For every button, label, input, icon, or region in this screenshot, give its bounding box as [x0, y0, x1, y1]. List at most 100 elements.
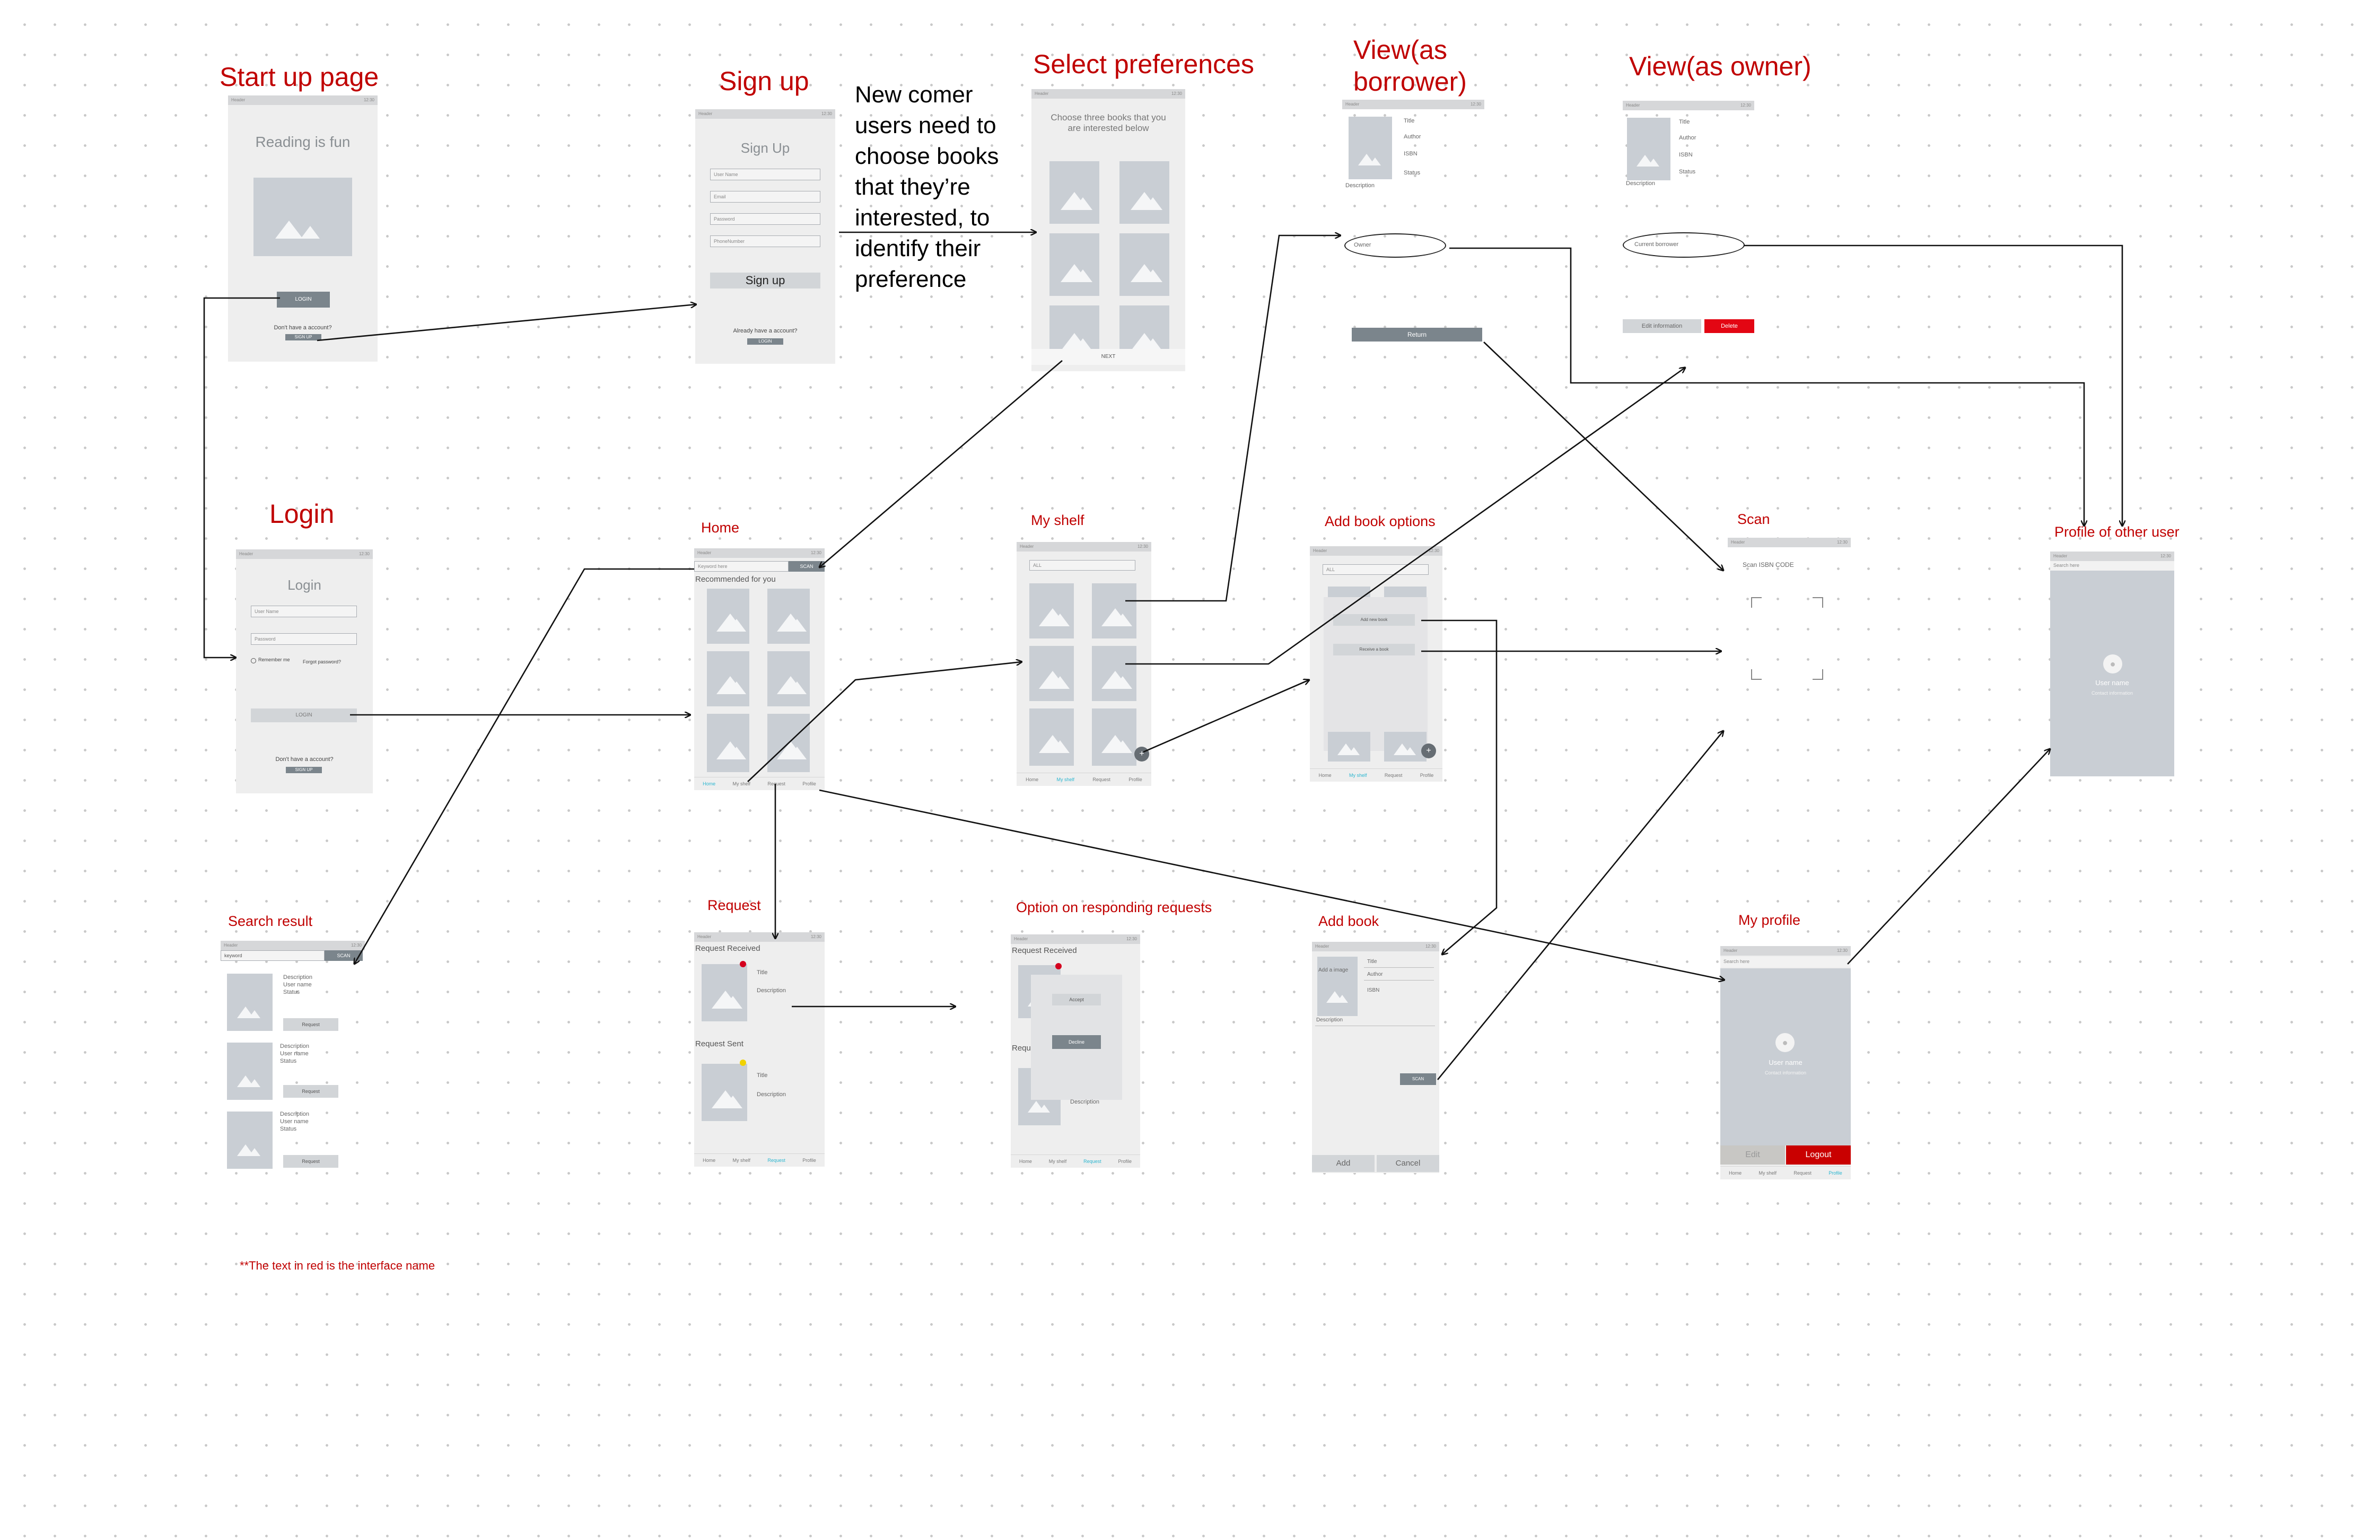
scan-viewfinder[interactable] [1751, 597, 1823, 680]
author-input[interactable] [1364, 980, 1434, 981]
book-thumb[interactable] [707, 651, 749, 706]
edit-button[interactable]: Edit [1720, 1145, 1785, 1165]
book-thumb[interactable] [1029, 708, 1074, 766]
edit-information-button[interactable]: Edit information [1623, 319, 1701, 333]
book-thumb[interactable] [1029, 646, 1074, 701]
tab-my-shelf[interactable]: My shelf [1056, 777, 1075, 782]
tab-my-shelf[interactable]: My shelf [1758, 1170, 1777, 1176]
tab-profile[interactable]: Profile [1128, 777, 1142, 782]
request-button[interactable]: Request [283, 1155, 338, 1168]
receive-book-option[interactable]: Receive a book [1333, 644, 1415, 655]
filter-select[interactable]: ALL [1323, 564, 1429, 575]
tab-my-shelf[interactable]: My shelf [732, 1158, 751, 1163]
add-icon[interactable]: + [1421, 743, 1436, 758]
request-button[interactable]: Request [283, 1018, 338, 1031]
owner-pill[interactable]: Owner [1344, 233, 1446, 258]
tab-profile[interactable]: Profile [1118, 1159, 1132, 1164]
book-thumb[interactable] [1092, 583, 1136, 638]
book-thumb[interactable] [1092, 708, 1136, 766]
title-add-book-options: Add book options [1325, 513, 1436, 529]
result-book-thumb[interactable] [227, 1043, 273, 1100]
book-thumb[interactable] [707, 589, 749, 644]
shelf-filter-select[interactable]: ALL [1029, 560, 1135, 571]
status-label: Status [1404, 170, 1421, 176]
tab-request[interactable]: Request [1384, 773, 1403, 778]
add-image-placeholder[interactable] [1317, 957, 1358, 1016]
cancel-button[interactable]: Cancel [1377, 1155, 1439, 1172]
delete-button[interactable]: Delete [1704, 319, 1754, 333]
search-input[interactable]: Keyword here [694, 561, 789, 572]
remember-radio[interactable] [251, 658, 256, 663]
add-new-book-option[interactable]: Add new book [1333, 614, 1415, 626]
username-field[interactable]: User Name [251, 606, 357, 617]
book-thumb[interactable] [707, 714, 749, 772]
received-heading: Request Received [1012, 946, 1077, 955]
tab-home[interactable]: Home [703, 1158, 716, 1163]
logout-button[interactable]: Logout [1786, 1145, 1851, 1165]
book-thumb[interactable] [1049, 233, 1099, 296]
tab-request[interactable]: Request [1083, 1159, 1101, 1164]
book-thumb[interactable] [767, 714, 810, 772]
result-book-thumb[interactable] [227, 1112, 273, 1169]
return-button[interactable]: Return [1352, 328, 1482, 342]
next-button[interactable]: NEXT [1031, 349, 1185, 365]
result-book-thumb[interactable] [227, 974, 273, 1031]
book-thumb[interactable] [1029, 583, 1074, 638]
signup-submit-button[interactable]: Sign up [710, 273, 820, 288]
search-input[interactable]: Search here [2050, 561, 2174, 571]
add-icon[interactable]: + [1134, 747, 1149, 762]
decline-button[interactable]: Decline [1052, 1035, 1101, 1049]
signup-button[interactable]: SIGN UP [286, 767, 322, 773]
tab-home[interactable]: Home [703, 781, 716, 786]
sent-heading-partial: Requ [1012, 1044, 1031, 1053]
login-button[interactable]: LOGIN [251, 708, 357, 722]
book-thumb[interactable] [1119, 161, 1169, 224]
tab-request[interactable]: Request [767, 1158, 785, 1163]
search-input[interactable]: Search here [1720, 957, 1851, 967]
tab-home[interactable]: Home [1729, 1170, 1742, 1176]
scan-button[interactable]: SCAN [325, 950, 363, 961]
request-book-thumb[interactable] [702, 964, 747, 1021]
tab-profile[interactable]: Profile [1420, 773, 1434, 778]
password-field[interactable]: Password [251, 633, 357, 645]
email-field[interactable]: Email [710, 191, 820, 203]
tab-profile[interactable]: Profile [802, 781, 816, 786]
book-thumb[interactable] [1049, 161, 1099, 224]
tab-profile[interactable]: Profile [1828, 1170, 1842, 1176]
password-field[interactable]: Password [710, 213, 820, 225]
book-thumb [1328, 732, 1370, 762]
request-book-thumb[interactable] [702, 1064, 747, 1121]
book-thumb[interactable] [767, 589, 810, 644]
accept-button[interactable]: Accept [1052, 994, 1101, 1005]
scan-isbn-button[interactable]: SCAN [1400, 1073, 1436, 1085]
search-input[interactable]: keyword [221, 950, 325, 961]
tab-home[interactable]: Home [1318, 773, 1332, 778]
signup-button[interactable]: SIGN UP [285, 334, 321, 340]
request-button[interactable]: Request [283, 1085, 338, 1098]
book-thumb[interactable] [1092, 646, 1136, 701]
title-label: Title [1679, 119, 1690, 125]
tab-my-shelf[interactable]: My shelf [1349, 773, 1367, 778]
forgot-password-link[interactable]: Forgot password? [303, 659, 342, 664]
tab-home[interactable]: Home [1026, 777, 1039, 782]
current-borrower-pill[interactable]: Current borrower [1623, 232, 1745, 258]
status-label: Status [1679, 169, 1696, 175]
tab-request[interactable]: Request [767, 781, 785, 786]
book-thumb[interactable] [1119, 233, 1169, 296]
tab-my-shelf[interactable]: My shelf [1048, 1159, 1067, 1164]
tab-request[interactable]: Request [1793, 1170, 1812, 1176]
tab-request[interactable]: Request [1092, 777, 1110, 782]
login-button[interactable]: LOGIN [277, 292, 330, 308]
tab-my-shelf[interactable]: My shelf [732, 781, 751, 786]
title-input[interactable] [1364, 967, 1434, 968]
signup-login-button[interactable]: LOGIN [747, 338, 783, 345]
username-field[interactable]: User Name [710, 169, 820, 180]
footnote: **The text in red is the interface name [240, 1259, 435, 1272]
add-button[interactable]: Add [1312, 1155, 1375, 1172]
scan-button[interactable]: SCAN [789, 561, 825, 572]
book-thumb[interactable] [767, 651, 810, 706]
tab-home[interactable]: Home [1019, 1159, 1032, 1164]
phone-field[interactable]: PhoneNumber [710, 235, 820, 247]
tab-profile[interactable]: Profile [802, 1158, 816, 1163]
